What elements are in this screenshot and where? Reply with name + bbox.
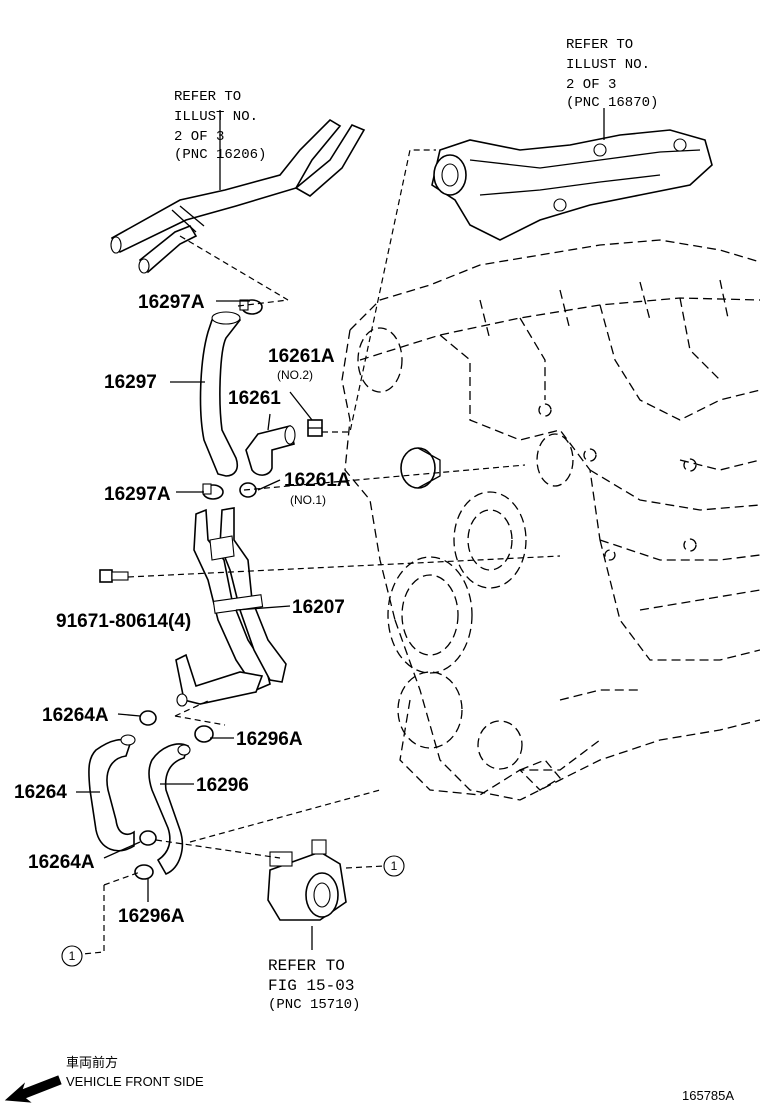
label-16264A-bottom: 16264A <box>28 852 95 873</box>
clamp-16264A-bottom <box>139 830 157 846</box>
hose-16261 <box>245 425 296 476</box>
clamp-16297A-top <box>239 299 263 315</box>
label-16297A-top: 16297A <box>138 292 205 313</box>
front-arrow-icon <box>4 1075 62 1103</box>
label-16297: 16297 <box>104 372 157 393</box>
label-16296A-top: 16296A <box>236 729 303 750</box>
ref-top-left: REFER TO ILLUST NO. 2 OF 3 (PNC 16206) <box>174 89 266 163</box>
ref-bottom: REFER TO FIG 15-03 (PNC 15710) <box>268 957 360 1013</box>
clamp-16296A-bottom <box>134 864 154 880</box>
vehicle-front-indicator: 車両前方 VEHICLE FRONT SIDE <box>4 1055 204 1103</box>
label-16261A-no1: 16261A <box>284 470 351 491</box>
label-16261A-no2: 16261A <box>268 346 335 367</box>
svg-text:REFER TO: REFER TO <box>268 957 345 975</box>
label-16264: 16264 <box>14 782 67 803</box>
label-16261A-no2-note: (NO.2) <box>277 368 313 382</box>
label-16261: 16261 <box>228 388 281 409</box>
svg-text:2 OF 3: 2 OF 3 <box>566 77 616 93</box>
clamp-16261A-no2 <box>307 419 323 437</box>
svg-text:(PNC 16206): (PNC 16206) <box>174 147 266 163</box>
svg-text:ILLUST NO.: ILLUST NO. <box>566 57 650 73</box>
engine-block-outline <box>341 239 760 801</box>
ref-top-right: REFER TO ILLUST NO. 2 OF 3 (PNC 16870) <box>566 37 658 111</box>
svg-text:1: 1 <box>391 859 398 873</box>
circle-ref-right: 1 <box>383 855 405 877</box>
intake-manifold <box>431 129 713 241</box>
hose-16296 <box>148 743 191 876</box>
svg-text:ILLUST NO.: ILLUST NO. <box>174 109 258 125</box>
label-16297A-bottom: 16297A <box>104 484 171 505</box>
svg-text:(PNC 16870): (PNC 16870) <box>566 95 658 111</box>
leader-lines <box>76 108 605 955</box>
circle-ref-left: 1 <box>61 945 83 967</box>
label-16296: 16296 <box>196 775 249 796</box>
svg-text:FIG 15-03: FIG 15-03 <box>268 977 354 995</box>
upper-water-pipe <box>110 118 366 274</box>
hose-16264 <box>88 734 136 852</box>
svg-text:2 OF 3: 2 OF 3 <box>174 129 224 145</box>
svg-text:1: 1 <box>69 949 76 963</box>
clamp-16296A-top <box>194 725 214 743</box>
oil-cooler <box>267 839 347 921</box>
label-16207: 16207 <box>292 597 345 618</box>
illustration-code: 165785A <box>682 1088 734 1103</box>
label-16264A-top: 16264A <box>42 705 109 726</box>
clamp-16264A-top <box>139 710 157 726</box>
water-pipe-16207 <box>175 507 287 707</box>
svg-text:(PNC 15710): (PNC 15710) <box>268 997 360 1013</box>
label-16296A-bottom: 16296A <box>118 906 185 927</box>
bolt-91671 <box>99 569 129 583</box>
clamp-16297A-bottom <box>202 483 224 500</box>
front-label: VEHICLE FRONT SIDE <box>66 1074 204 1089</box>
svg-text:REFER TO: REFER TO <box>174 89 241 105</box>
label-91671: 91671-80614(4) <box>56 611 191 632</box>
front-label-japanese: 車両前方 <box>66 1055 118 1070</box>
label-16261A-no1-note: (NO.1) <box>290 493 326 507</box>
svg-text:REFER TO: REFER TO <box>566 37 633 53</box>
hose-16297 <box>199 311 241 477</box>
